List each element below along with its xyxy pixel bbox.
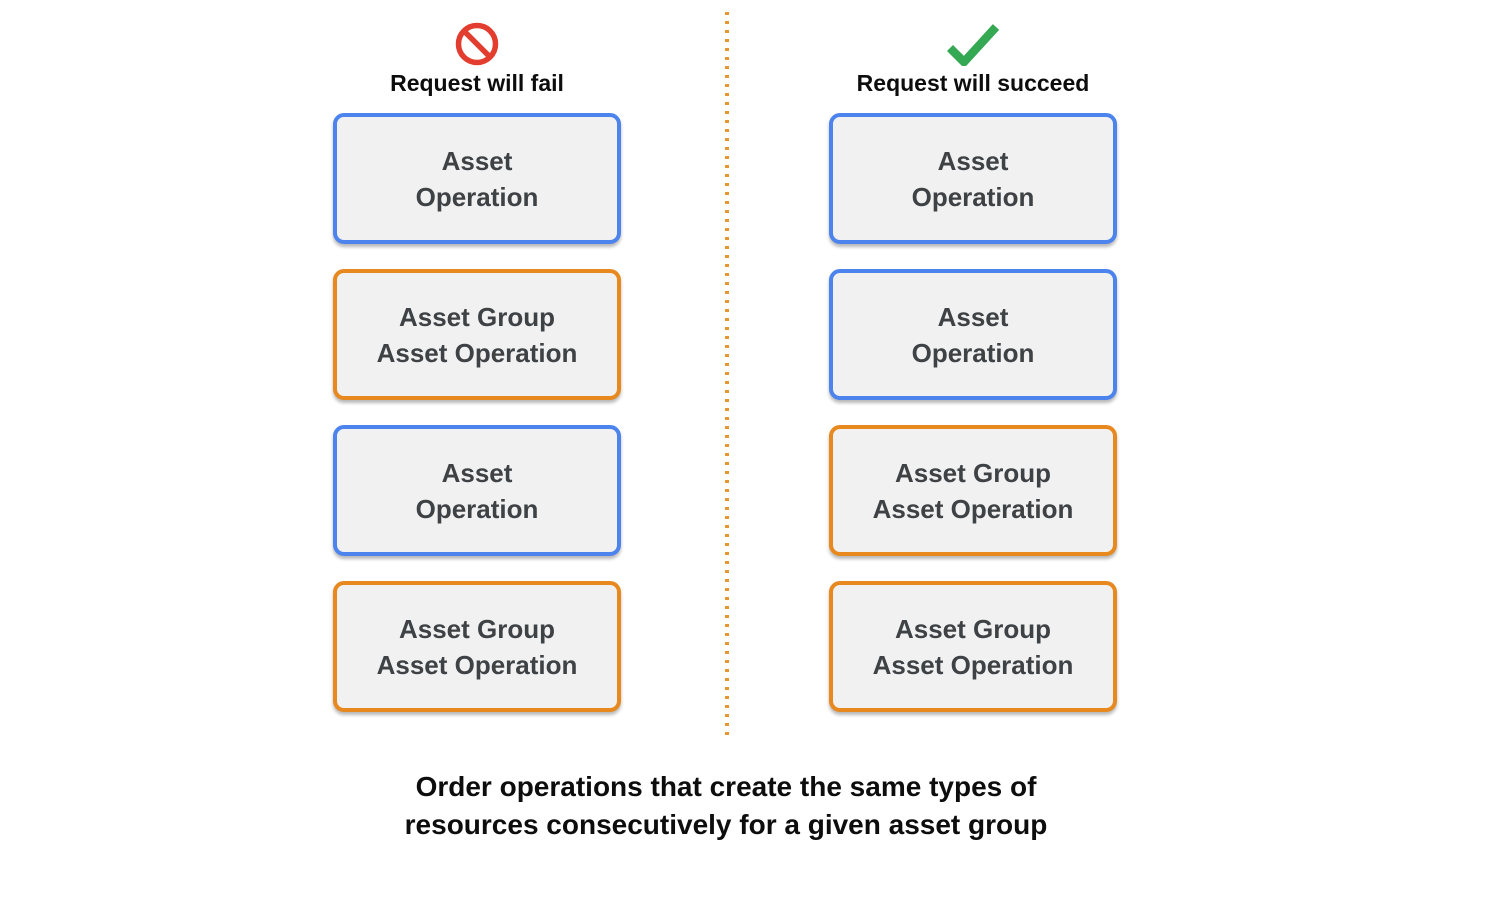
fail-column: Request will fail Asset Operation Asset … <box>333 0 621 712</box>
fail-column-title: Request will fail <box>390 70 564 96</box>
caption: Order operations that create the same ty… <box>404 771 1048 840</box>
no-entry-icon <box>455 22 499 66</box>
succeed-column-header: Request will succeed <box>856 0 1090 113</box>
asset-operation-box: Asset Operation <box>333 425 621 556</box>
asset-operation-box: Asset Operation <box>829 113 1117 244</box>
fail-column-boxes: Asset Operation Asset Group Asset Operat… <box>333 113 621 712</box>
dotted-divider <box>725 12 729 739</box>
succeed-column: Request will succeed Asset Operation Ass… <box>829 0 1117 712</box>
asset-group-asset-operation-box: Asset Group Asset Operation <box>829 425 1117 556</box>
asset-group-asset-operation-box: Asset Group Asset Operation <box>333 581 621 712</box>
asset-group-asset-operation-box: Asset Group Asset Operation <box>829 581 1117 712</box>
fail-column-header: Request will fail <box>390 0 564 113</box>
asset-group-asset-operation-box: Asset Group Asset Operation <box>333 269 621 400</box>
succeed-column-boxes: Asset Operation Asset Operation Asset Gr… <box>829 113 1117 712</box>
succeed-column-title: Request will succeed <box>856 70 1090 96</box>
checkmark-icon <box>944 22 1002 66</box>
asset-operation-box: Asset Operation <box>829 269 1117 400</box>
asset-operation-box: Asset Operation <box>333 113 621 244</box>
